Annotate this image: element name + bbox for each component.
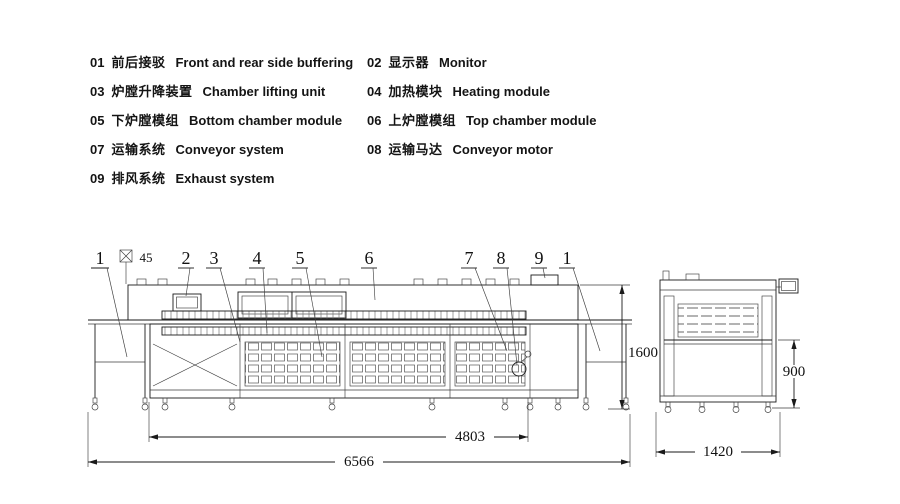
legend-item-06: 06 上炉膛模组 Top chamber module [367,110,596,129]
callout-7: 7 [461,248,508,352]
legend-item-03: 03 炉膛升降装置 Chamber lifting unit [90,81,367,100]
parts-legend: 01 前后接驳 Front and rear side buffering 02 显示… [90,52,596,187]
dimension-label-6566: 6566 [344,454,375,470]
legend-en-label: Heating module [452,84,550,99]
legend-number: 08 [367,142,382,157]
legend-item-07: 07 运输系统 Conveyor system [90,139,367,158]
legend-zh-label: 显示器 [388,55,429,70]
callout-45-marker: 45 [119,249,153,284]
conveyor-rails [88,319,632,325]
left-buffer-conveyor [94,324,146,398]
callout-8: 8 [493,248,518,366]
heating-elements [161,310,527,336]
dimension-chamber-length: 4803 [148,402,529,445]
legend-number: 07 [90,142,105,157]
legend-item-01: 01 前后接驳 Front and rear side buffering [90,52,367,71]
conveyor-width-label: 45 [140,250,153,265]
bottom-chamber-modules [244,341,526,387]
legend-number: 05 [90,113,105,128]
dimension-side-height: 1600 [580,284,658,410]
legend-en-label: Exhaust system [175,171,275,186]
dimension-label-1420: 1420 [703,444,733,460]
end-view [659,270,799,413]
legend-item-02: 02 显示器 Monitor [367,52,596,71]
legend-number: 04 [367,84,382,99]
callout-number: 1 [96,248,105,268]
legend-zh-label: 运输系统 [111,142,166,157]
legend-item-04: 04 加热模块 Heating module [367,81,596,100]
legend-en-label: Top chamber module [465,113,597,128]
callout-number: 3 [210,248,219,268]
legend-number: 01 [90,55,105,70]
callout-number: 1 [563,248,572,268]
main-view [88,274,632,411]
callout-4: 4 [249,248,268,334]
legend-en-label: Conveyor system [175,142,284,157]
dimension-label-1600: 1600 [628,345,658,361]
callout-9: 9 [531,248,547,279]
callout-1-left: 1 [91,248,128,358]
legend-zh-label: 排风系统 [111,171,166,186]
dimension-end-height: 900 [772,339,809,409]
legend-number: 02 [367,55,382,70]
callout-2: 2 [178,248,194,297]
end-view-monitor [776,278,799,294]
dimension-total-length: 6566 [87,412,631,470]
dimension-end-width: 1420 [655,412,781,460]
legend-en-label: Bottom chamber module [188,113,343,128]
end-view-heating-stack [677,303,759,338]
callout-1-right: 1 [559,248,601,352]
legend-item-05: 05 下炉膛模组 Bottom chamber module [90,110,367,129]
legend-en-label: Conveyor motor [452,142,553,157]
right-buffer-conveyor [585,324,627,398]
dimension-label-4803: 4803 [455,429,485,445]
legend-zh-label: 运输马达 [388,142,443,157]
lower-cabinet [149,323,579,399]
callout-number: 5 [296,248,305,268]
callout-number: 8 [497,248,506,268]
callout-number: 9 [535,248,544,268]
machine-feet [91,397,630,411]
legend-number: 06 [367,113,382,128]
callout-number: 4 [253,248,262,268]
legend-item-08: 08 运输马达 Conveyor motor [367,139,596,158]
legend-zh-label: 下炉膛模组 [111,113,179,128]
legend-item-09: 09 排风系统 Exhaust system [90,168,367,187]
callout-6: 6 [361,248,377,301]
legend-zh-label: 前后接驳 [111,55,166,70]
legend-en-label: Monitor [438,55,487,70]
callouts: 1 45 2 3 4 [91,248,601,366]
monitor [172,293,202,312]
dimension-label-900: 900 [783,364,806,380]
legend-en-label: Front and rear side buffering [175,55,354,70]
legend-zh-label: 加热模块 [388,84,443,99]
end-view-feet [664,401,772,413]
callout-number: 6 [365,248,374,268]
conveyor-motor [511,350,532,377]
callout-number: 2 [182,248,191,268]
dimensions: 1600 4803 6566 [87,284,809,470]
callout-5: 5 [292,248,323,358]
legend-en-label: Chamber lifting unit [202,84,326,99]
legend-number: 03 [90,84,105,99]
legend-zh-label: 炉膛升降装置 [111,84,193,99]
legend-zh-label: 上炉膛模组 [388,113,456,128]
callout-number: 7 [465,248,474,268]
legend-number: 09 [90,171,105,186]
callout-3: 3 [206,248,241,343]
